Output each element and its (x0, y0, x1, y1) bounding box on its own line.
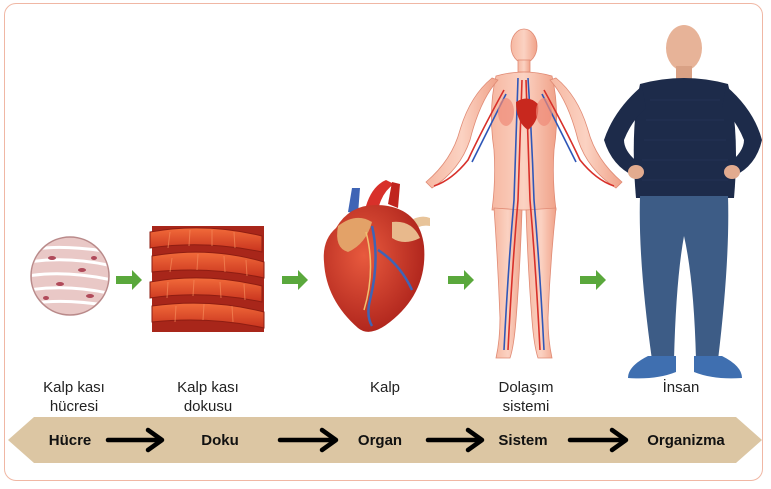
person-icon (604, 25, 762, 379)
hierarchy-band (8, 417, 762, 463)
green-arrow-1 (116, 270, 142, 290)
band-labels: Hücre Doku Organ Sistem Organizma (49, 432, 726, 449)
arrow-right-icon (567, 427, 629, 453)
tissue-icon (149, 226, 265, 332)
caption-cell: Kalp kası hücresi (14, 378, 134, 416)
caption-tissue-line2: dokusu (183, 398, 233, 415)
heart-icon (323, 180, 430, 332)
level-name-organizma: Organizma (647, 432, 725, 449)
caption-organism: İnsan (621, 378, 741, 397)
diagram-frame (4, 3, 763, 481)
caption-organ: Kalp (325, 378, 445, 397)
caption-cell-line1: Kalp kası (43, 379, 105, 396)
green-arrow-3 (448, 270, 474, 290)
level-name-hucre: Hücre (49, 432, 92, 449)
caption-tissue-line1: Kalp kası (177, 379, 239, 396)
circulatory-system-icon (425, 28, 623, 359)
green-arrow-2 (282, 270, 308, 290)
caption-organ-line1: Kalp (369, 379, 401, 396)
arrow-right-icon (105, 427, 165, 453)
green-arrow-4 (580, 270, 606, 290)
arrow-right-icon (425, 427, 485, 453)
level-name-doku: Doku (201, 432, 239, 449)
caption-cell-line2: hücresi (49, 398, 99, 415)
level-name-organ: Organ (358, 432, 402, 449)
caption-system-line2: sistemi (502, 398, 550, 415)
caption-tissue: Kalp kası dokusu (148, 378, 268, 416)
caption-system-line1: Dolaşım (498, 379, 554, 396)
arrow-right-icon (277, 427, 339, 453)
caption-organism-line1: İnsan (662, 379, 700, 396)
cell-icon (30, 236, 110, 316)
level-name-sistem: Sistem (498, 432, 547, 449)
caption-system: Dolaşım sistemi (466, 378, 586, 416)
